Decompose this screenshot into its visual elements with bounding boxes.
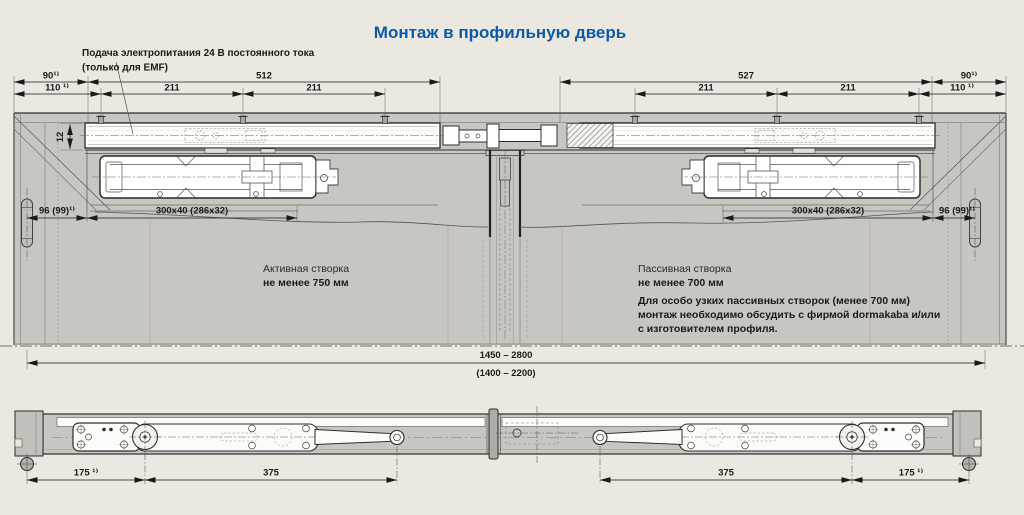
hinge-left xyxy=(21,188,33,262)
dim-90-right: 90¹⁾ xyxy=(961,71,978,82)
power-note-line1: Подача электропитания 24 В постоянного т… xyxy=(82,48,315,59)
frame-profile-left xyxy=(14,410,44,457)
active-leaf-label: Активная створка xyxy=(263,263,349,275)
door-closer-assembly-elevation xyxy=(13,115,446,213)
passive-note-line2: монтаж необходимо обсудить с фирмой dorm… xyxy=(638,309,940,321)
dim-96-right: 96 (99)¹⁾ xyxy=(939,206,975,217)
dim-cutout-right: 300x40 (286x32) xyxy=(792,206,864,217)
active-leaf-min-width: не менее 750 мм xyxy=(263,277,349,289)
dim-175-left: 175 ¹⁾ xyxy=(74,468,99,479)
dim-375-right: 375 xyxy=(718,468,735,479)
cutout-dimensions: 96 (99)¹⁾ 300x40 (286x32) 300x40 (286x32… xyxy=(27,206,975,222)
top-dimensions: 90¹⁾ 512 527 90¹⁾ 110 ¹⁾ 211 211 211 211… xyxy=(13,71,1007,151)
overall-dimension: 1450 – 2800 (1400 – 2200) xyxy=(26,350,986,379)
dim-12: 12 xyxy=(55,132,66,143)
passive-note-line3: с изготовителем профиля. xyxy=(638,323,778,335)
dim-total-range-alt: (1400 – 2200) xyxy=(476,368,535,379)
elevation-view xyxy=(0,112,1024,347)
passive-leaf-min-width: не менее 700 мм xyxy=(638,277,724,289)
leaf-break-line-left xyxy=(94,211,489,228)
arm-roller xyxy=(389,429,405,446)
hinge-right xyxy=(969,188,981,262)
dim-211-b: 211 xyxy=(306,83,322,94)
dim-90-left: 90¹⁾ xyxy=(43,71,60,82)
passive-note-line1: Для особо узких пассивных створок (менее… xyxy=(638,295,910,307)
emf-unit-hidden xyxy=(184,128,266,143)
dim-375-left: 375 xyxy=(263,468,280,479)
page-title: Монтаж в профильную дверь xyxy=(374,23,626,42)
passive-leaf-label: Пассивная створка xyxy=(638,263,732,275)
dim-175-right: 175 ¹⁾ xyxy=(899,468,924,479)
frame-profile-right xyxy=(952,410,982,457)
dim-527: 527 xyxy=(738,71,754,82)
dim-211-a: 211 xyxy=(164,83,180,94)
door-closer-assembly-plan xyxy=(72,421,405,484)
dim-211-c: 211 xyxy=(698,83,714,94)
rail-screws xyxy=(96,115,390,124)
power-note-line2: (только для EMF) xyxy=(82,63,168,74)
dim-110-right: 110 ¹⁾ xyxy=(950,83,974,94)
hinge-axis-left xyxy=(17,454,37,474)
dim-cutout-left: 300x40 (286x32) xyxy=(156,206,228,217)
center-coordinator xyxy=(442,123,614,344)
hinge-axis-right xyxy=(959,454,979,474)
plan-center-detail xyxy=(486,406,578,464)
dim-total-range: 1450 – 2800 xyxy=(480,350,533,361)
dim-110-left: 110 ¹⁾ xyxy=(45,83,69,94)
leaf-labels: Активная створка не менее 750 мм Пассивн… xyxy=(263,263,940,335)
dim-96-left: 96 (99)¹⁾ xyxy=(39,206,75,217)
power-supply-note: Подача электропитания 24 В постоянного т… xyxy=(82,48,315,135)
plan-view: 175 ¹⁾ 375 375 175 ¹⁾ xyxy=(14,406,982,485)
dim-211-d: 211 xyxy=(840,83,856,94)
dim-512: 512 xyxy=(256,71,272,82)
